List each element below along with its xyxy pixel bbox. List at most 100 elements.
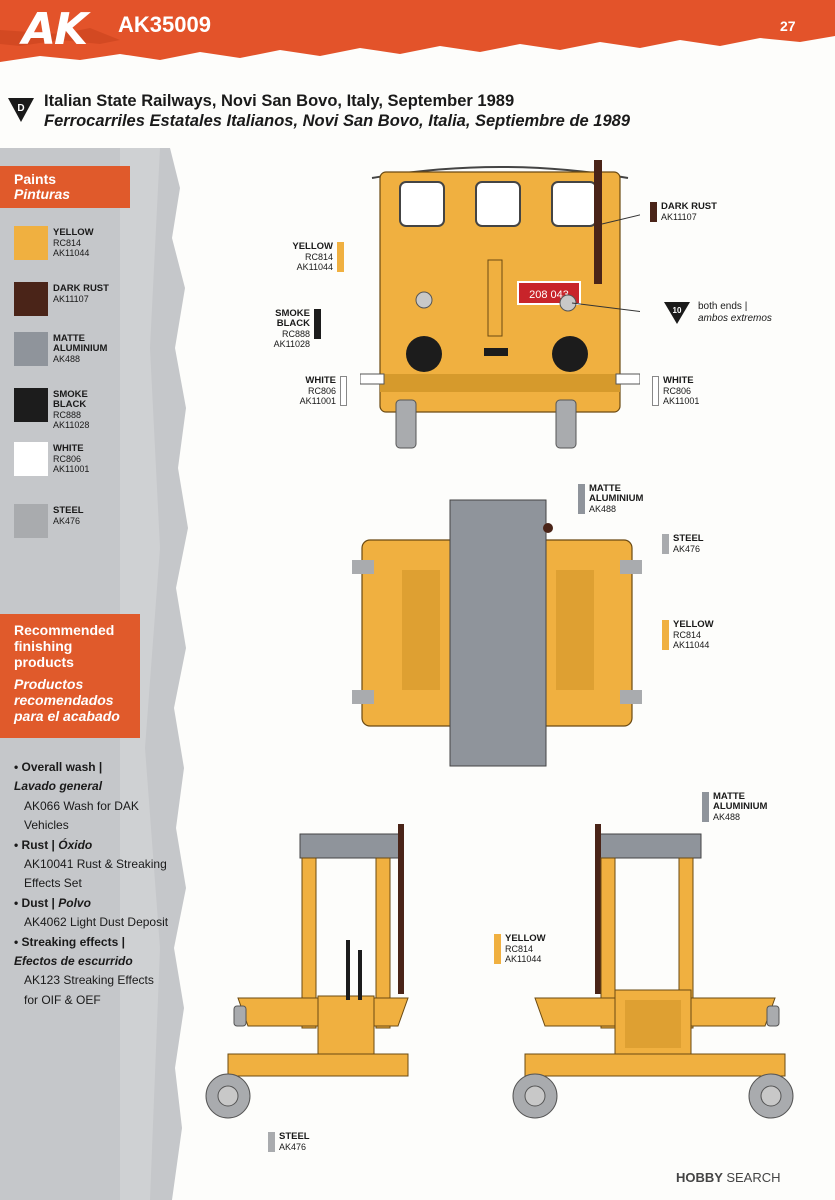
footer-watermark: HOBBY SEARCH [676,1170,781,1185]
paint-name: DARK RUST [53,283,109,294]
callout-paint-code: AK11044 [296,262,333,272]
paint-code: AK11107 [53,294,89,304]
callout-paint-name: STEEL [279,1131,310,1142]
front-view-drawing: 208 043 [360,160,640,449]
callout-color-bar [578,484,585,514]
callout-paint-code: AK11044 [673,640,710,650]
callout-paint-name: YELLOW [292,241,333,252]
product-code: AK35009 [118,12,211,37]
callout-paint-code: RC814 [673,630,702,640]
paint-code: AK476 [53,516,81,526]
callout-color-bar [662,620,669,650]
paint-code: AK488 [53,354,81,364]
callout-paint-code: RC888 [281,329,310,339]
finishing-item-title-es: Lavado general [14,779,103,794]
finishing-item-title: • Rust | Óxido [14,837,93,852]
callout-paint-code: RC814 [505,944,534,954]
header-band: AK AK35009 27 [0,0,835,62]
paint-code: RC806 [53,454,82,464]
paint-name: WHITE [53,443,84,454]
callout-color-bar [494,934,501,964]
callout-color-bar [662,534,669,554]
paint-name: STEEL [53,505,84,516]
paint-code: RC888 [53,410,82,420]
paint-code: AK11001 [53,464,90,474]
callout-paint-name: YELLOW [673,619,714,630]
paint-name: MATTE ALUMINIUM [53,333,108,354]
finishing-heading: Recommended finishing products Productos… [0,614,140,738]
scheme-title-en: Italian State Railways, Novi San Bovo, I… [44,92,515,110]
callout-paint-code: AK476 [673,544,701,554]
paint-swatch [14,442,48,476]
side-view-left-drawing [205,824,409,1119]
paint-code: AK11044 [53,248,90,258]
callout-paint-code: RC806 [307,386,336,396]
paint-swatch [14,282,48,316]
callout-paint-name: MATTE ALUMINIUM [589,483,644,504]
callout-paint-code: RC814 [304,252,333,262]
callout-paint-code: AK11107 [661,212,697,222]
paint-name: SMOKE BLACK [53,389,88,410]
callout-paint-code: AK11044 [505,954,542,964]
paints-heading-en: Paints [14,171,57,187]
paint-swatch [14,388,48,422]
finishing-heading-line: finishing [14,638,73,654]
note-text-es: ambos extremos [698,313,772,324]
paint-name: YELLOW [53,227,94,238]
finishing-heading-line: products [14,654,74,670]
finishing-item-title: • Overall wash | [14,760,103,774]
finishing-heading-line: Recommended [14,622,115,638]
paint-swatch [14,226,48,260]
note-text: both ends | ambos extremos [698,301,772,325]
finishing-item-title-es: Efectos de escurrido [14,954,133,969]
callout-paint-code: RC806 [663,386,692,396]
paint-code: AK11028 [53,420,90,430]
note-number: 10 [673,306,682,315]
callout-paint-name: SMOKE BLACK [275,308,310,329]
callout-paint-code: AK488 [589,504,617,514]
finishing-item-title: • Dust | Polvo [14,895,91,910]
callout-color-bar [652,376,659,406]
finishing-heading-es-line: recomendados [14,692,114,708]
paint-code: RC814 [53,238,82,248]
callout-paint-name: YELLOW [505,933,546,944]
callout-color-bar [702,792,709,822]
page-number: 27 [780,18,796,34]
callout-paint-code: AK11001 [299,396,336,406]
finishing-heading-es-line: Productos [14,676,84,692]
finishing-product: for OIF & OEF [24,992,101,1007]
note-text-en: both ends | [698,301,748,312]
callout-paint-name: MATTE ALUMINIUM [713,791,768,812]
finishing-item-title: • Streaking effects | [14,934,125,949]
finishing-list: • Overall wash | Lavado general AK066 Wa… [14,758,184,1010]
finishing-heading-es-line: para el acabado [14,708,120,724]
scheme-badge: D [8,98,34,122]
callout-paint-name: WHITE [663,375,694,386]
scheme-letter: D [17,103,24,114]
callout-color-bar [337,242,344,272]
number-plate: 208 043 [529,289,569,301]
callout-color-bar [650,202,657,222]
ak-logo: AK [22,4,88,55]
callout-paint-code: AK476 [279,1142,307,1152]
paints-heading-es: Pinturas [14,186,71,202]
finishing-product: AK123 Streaking Effects [24,973,154,988]
side-view-right-drawing [512,824,794,1119]
top-view-drawing [352,499,642,767]
callout-paint-name: WHITE [305,375,336,386]
